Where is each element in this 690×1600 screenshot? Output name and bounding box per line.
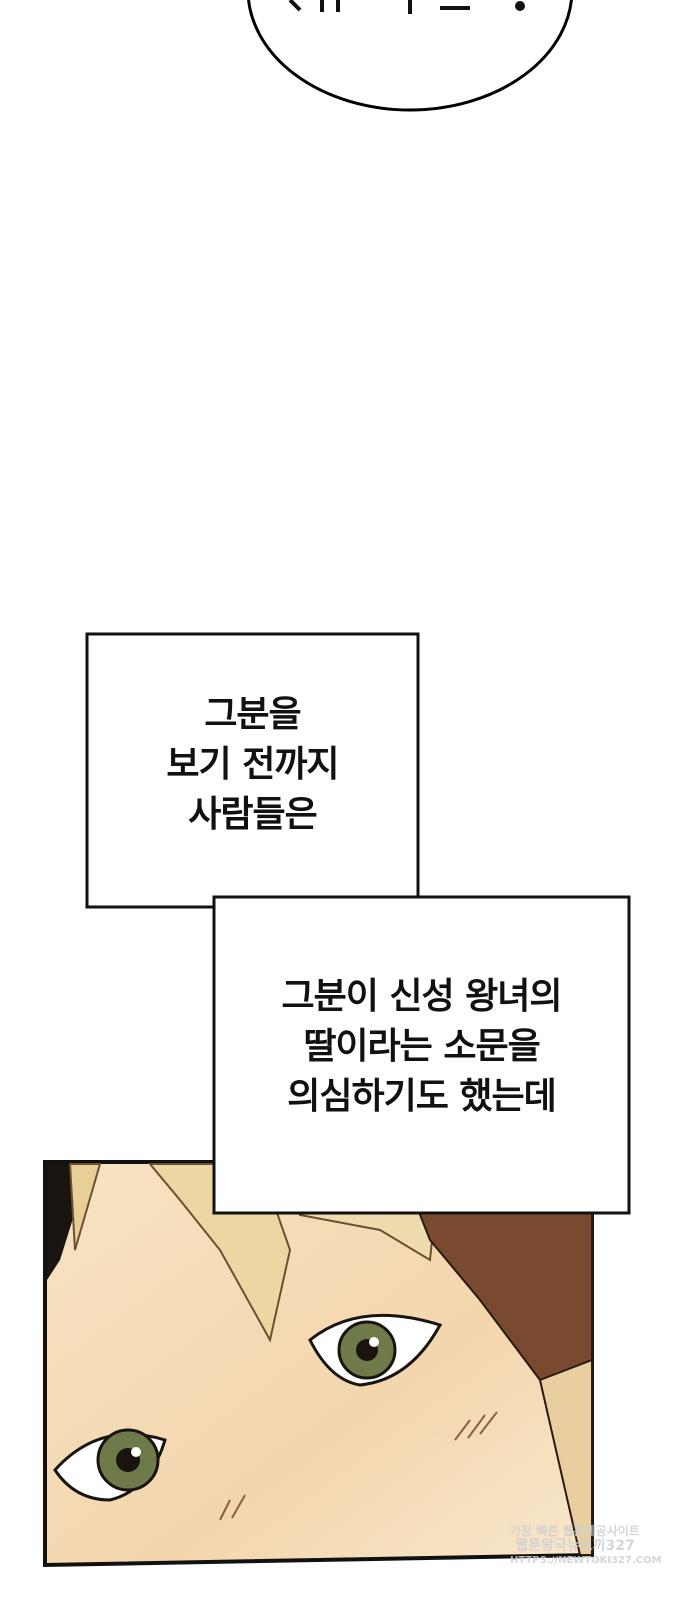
speech-bubble (247, 0, 573, 112)
narration-line: 딸이라는 소문을 (303, 1026, 540, 1067)
narration-boxes (85, 632, 631, 1215)
narration-line: 보기 전까지 (166, 744, 339, 785)
face-panel (43, 1160, 594, 1568)
narration-box-2: 그분이 신성 왕녀의 딸이라는 소문을 의심하기도 했는데 (214, 972, 629, 1122)
watermark-line: 웹툰왕국뉴토끼327 (515, 1538, 635, 1554)
watermark-line: HTTPS://NEWTOKI327.COM (510, 1555, 662, 1566)
narration-line: 의심하기도 했는데 (287, 1076, 557, 1117)
narration-box-1: 그분을 보기 전까지 사람들은 (87, 690, 418, 840)
narration-line: 그분이 신성 왕녀의 (281, 976, 562, 1017)
narration-line: 사람들은 (188, 794, 317, 835)
narration-line: 그분을 (204, 694, 301, 735)
bubble-partial-text (288, 0, 525, 14)
watermark-line: 가장 빠른 웹툰제공사이트 (510, 1524, 640, 1538)
watermark: 가장 빠른 웹툰제공사이트 웹툰왕국뉴토끼327 HTTPS://NEWTOKI… (510, 1524, 662, 1567)
